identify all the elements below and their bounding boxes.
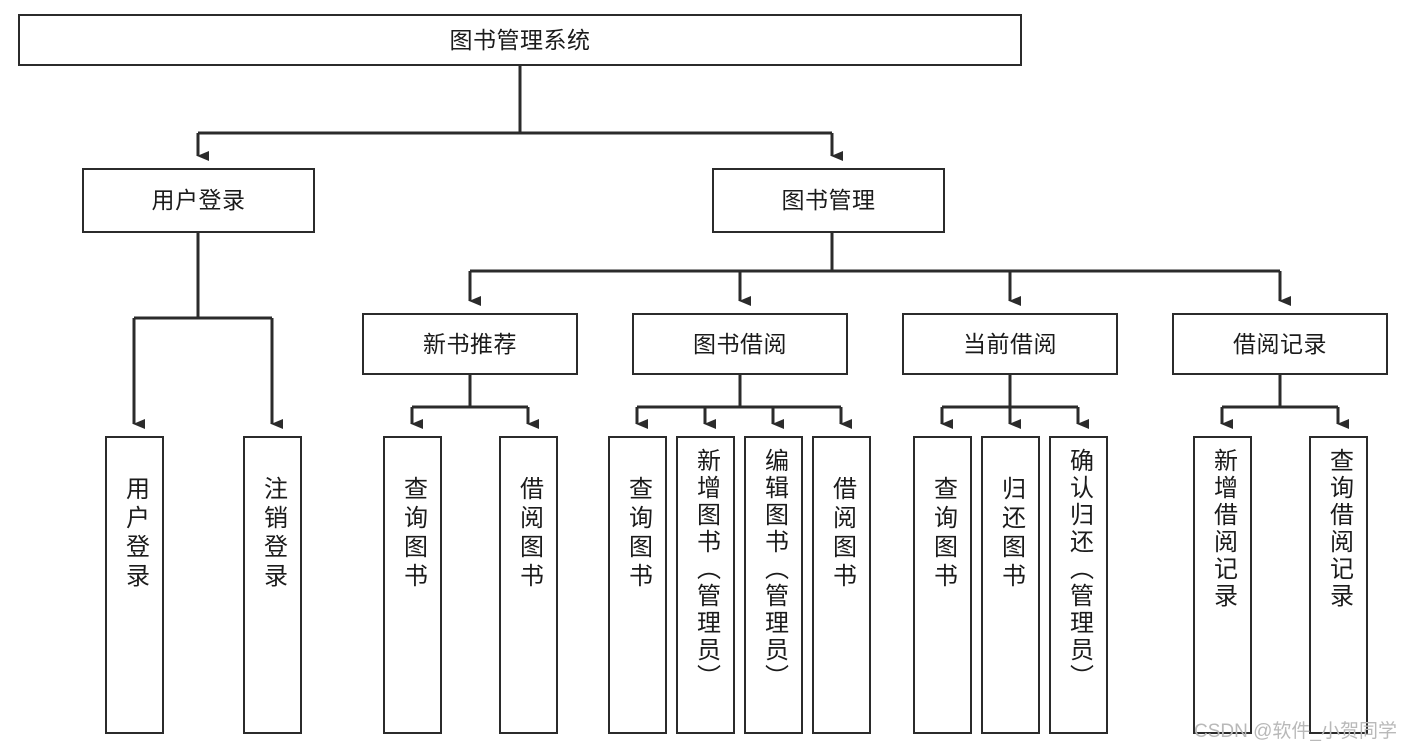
- node-label: 图书管理: [781, 187, 876, 214]
- node-book-manage[interactable]: 图书管理: [712, 168, 945, 233]
- node-label: 用户登录: [121, 476, 149, 592]
- leaf-logout[interactable]: 注销登录: [243, 436, 302, 734]
- node-label: 借阅记录: [1233, 330, 1327, 357]
- leaf-add-book-admin[interactable]: 新增图书（管理员）: [676, 436, 735, 734]
- leaf-query-borrow-record[interactable]: 查询借阅记录: [1309, 436, 1368, 734]
- node-label: 编辑图书（管理员）: [760, 448, 788, 691]
- node-label: 查询图书: [929, 476, 957, 592]
- leaf-add-borrow-record[interactable]: 新增借阅记录: [1193, 436, 1252, 734]
- leaf-borrow-book-recommend[interactable]: 借阅图书: [499, 436, 558, 734]
- node-label: 查询借阅记录: [1325, 448, 1353, 610]
- node-label: 借阅图书: [515, 476, 543, 592]
- leaf-edit-book-admin[interactable]: 编辑图书（管理员）: [744, 436, 803, 734]
- leaf-return-book[interactable]: 归还图书: [981, 436, 1040, 734]
- node-new-book-recommend[interactable]: 新书推荐: [362, 313, 578, 375]
- node-borrow-record[interactable]: 借阅记录: [1172, 313, 1388, 375]
- node-label: 用户登录: [151, 187, 246, 214]
- node-label: 注销登录: [259, 476, 287, 592]
- node-label: 新增借阅记录: [1209, 448, 1237, 610]
- node-label: 借阅图书: [828, 476, 856, 592]
- node-label: 查询图书: [624, 476, 652, 592]
- node-current-borrow[interactable]: 当前借阅: [902, 313, 1118, 375]
- node-label: 归还图书: [997, 476, 1025, 592]
- node-label: 新书推荐: [423, 330, 517, 357]
- node-label: 当前借阅: [963, 330, 1057, 357]
- node-book-borrow[interactable]: 图书借阅: [632, 313, 848, 375]
- node-root-system[interactable]: 图书管理系统: [18, 14, 1022, 66]
- leaf-user-login[interactable]: 用户登录: [105, 436, 164, 734]
- node-label: 确认归还（管理员）: [1065, 448, 1093, 691]
- leaf-borrow-book[interactable]: 借阅图书: [812, 436, 871, 734]
- node-label: 图书管理系统: [449, 26, 591, 53]
- node-user-login[interactable]: 用户登录: [82, 168, 315, 233]
- leaf-query-book-borrow[interactable]: 查询图书: [608, 436, 667, 734]
- node-label: 查询图书: [399, 476, 427, 592]
- leaf-query-book-recommend[interactable]: 查询图书: [383, 436, 442, 734]
- node-label: 新增图书（管理员）: [692, 448, 720, 691]
- leaf-confirm-return-admin[interactable]: 确认归还（管理员）: [1049, 436, 1108, 734]
- leaf-query-book-current[interactable]: 查询图书: [913, 436, 972, 734]
- node-label: 图书借阅: [693, 330, 787, 357]
